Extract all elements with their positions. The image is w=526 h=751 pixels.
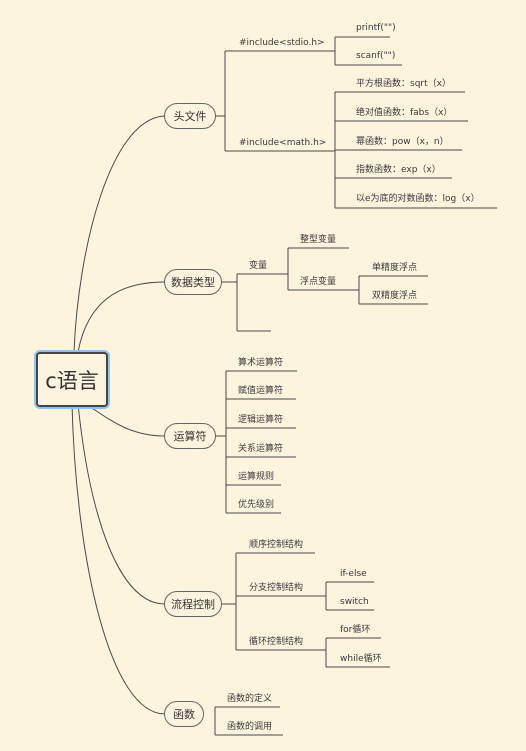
node-sqrt[interactable]: 平方根函数：sqrt（x） xyxy=(356,79,451,89)
node-scanf[interactable]: scanf("") xyxy=(356,51,396,61)
root-node[interactable]: c语言 xyxy=(36,352,108,407)
node-single-precision[interactable]: 单精度浮点 xyxy=(372,263,418,273)
node-loop[interactable]: 循环控制结构 xyxy=(249,637,304,647)
branch-data-types[interactable]: 数据类型 xyxy=(164,269,222,295)
node-fabs[interactable]: 绝对值函数：fabs（x） xyxy=(356,108,453,118)
branch-label: 头文件 xyxy=(173,110,207,123)
node-exp[interactable]: 指数函数：exp（x） xyxy=(356,165,441,175)
branch-operators[interactable]: 运算符 xyxy=(164,423,216,449)
node-stdio[interactable]: #include<stdio.h> xyxy=(239,38,325,48)
node-assignment-op[interactable]: 赋值运算符 xyxy=(238,386,284,396)
node-logical-op[interactable]: 逻辑运算符 xyxy=(238,415,284,425)
connector-root-headers xyxy=(73,115,166,353)
node-variable[interactable]: 变量 xyxy=(249,261,268,271)
node-while-loop[interactable]: while循环 xyxy=(340,654,382,664)
connector-root-operators xyxy=(85,403,166,437)
branch-label: 数据类型 xyxy=(171,276,215,289)
node-integer-variable[interactable]: 整型变量 xyxy=(300,235,337,245)
branch-label: 流程控制 xyxy=(171,598,215,611)
connector-root-control xyxy=(77,403,166,605)
branch-header-files[interactable]: 头文件 xyxy=(164,103,216,129)
node-function-definition[interactable]: 函数的定义 xyxy=(227,694,273,704)
node-log[interactable]: 以e为底的对数函数：log（x） xyxy=(356,194,480,204)
node-switch[interactable]: switch xyxy=(340,597,369,607)
branch-flow-control[interactable]: 流程控制 xyxy=(164,591,222,617)
node-if-else[interactable]: if-else xyxy=(340,569,367,579)
node-math[interactable]: #include<math.h> xyxy=(239,138,327,148)
node-arithmetic-op[interactable]: 算术运算符 xyxy=(238,358,284,368)
branch-label: 运算符 xyxy=(173,430,207,443)
node-operation-rules[interactable]: 运算规则 xyxy=(238,472,275,482)
root-label: c语言 xyxy=(45,368,99,393)
node-branching[interactable]: 分支控制结构 xyxy=(249,583,304,593)
node-function-call[interactable]: 函数的调用 xyxy=(227,722,273,732)
node-for-loop[interactable]: for循环 xyxy=(340,625,371,635)
branch-functions[interactable]: 函数 xyxy=(164,701,204,727)
node-precedence[interactable]: 优先级别 xyxy=(238,500,275,510)
node-sequential[interactable]: 顺序控制结构 xyxy=(249,540,304,550)
node-printf[interactable]: printf("") xyxy=(356,23,396,33)
node-pow[interactable]: 幂函数：pow（x，n） xyxy=(356,137,449,147)
connector-root-datatypes xyxy=(77,281,166,353)
node-float-variable[interactable]: 浮点变量 xyxy=(300,277,337,287)
node-relational-op[interactable]: 关系运算符 xyxy=(238,444,284,454)
node-double-precision[interactable]: 双精度浮点 xyxy=(372,291,418,301)
connector-root-functions xyxy=(71,403,166,715)
branch-label: 函数 xyxy=(173,708,195,721)
